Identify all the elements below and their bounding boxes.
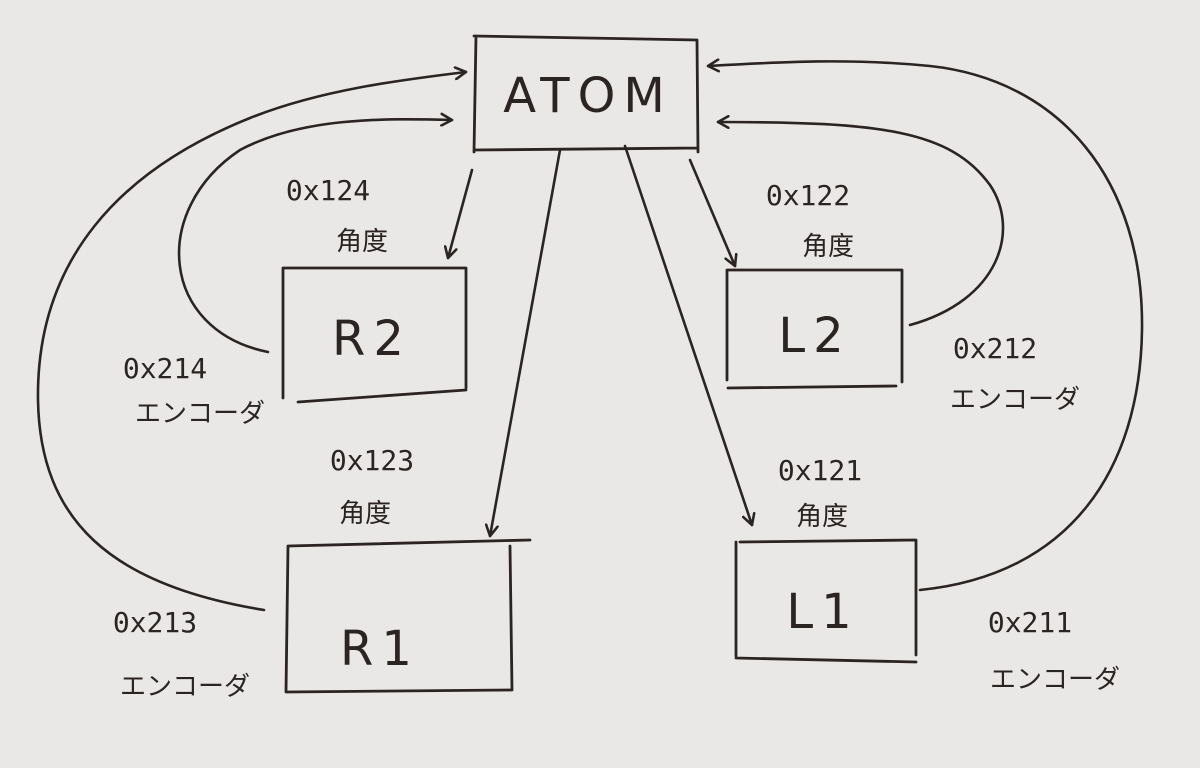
r2-angle-id: 0x124 xyxy=(286,174,370,207)
arc-l2-encoder-to-atom xyxy=(716,122,1005,327)
l2-angle-id: 0x122 xyxy=(766,179,850,212)
arrow-atom-to-r2 xyxy=(448,168,474,260)
arc-l1-encoder-to-atom xyxy=(706,61,1144,592)
r1-angle-text: 角度 xyxy=(339,499,391,529)
r1-angle-id: 0x123 xyxy=(330,444,414,477)
label-l2-encoder: 0x212 エンコーダ xyxy=(950,332,1080,415)
arrow-atom-to-l2 xyxy=(688,158,735,268)
l2-encoder-text: エンコーダ xyxy=(950,385,1080,415)
l2-angle-text: 角度 xyxy=(802,232,854,262)
r1-encoder-id: 0x213 xyxy=(113,606,197,639)
arrow-atom-to-l1 xyxy=(623,144,752,527)
l1-angle-text: 角度 xyxy=(796,502,848,532)
label-l2-angle: 0x122 角度 xyxy=(766,179,854,262)
l2-encoder-id: 0x212 xyxy=(953,332,1037,365)
arc-r1-encoder-to-atom xyxy=(36,72,468,612)
r2-encoder-id: 0x214 xyxy=(123,352,207,385)
arc-r2-encoder-to-atom xyxy=(177,119,454,354)
node-l1-label: L1 xyxy=(786,584,859,640)
node-l1: L1 xyxy=(734,538,918,664)
label-l1-encoder: 0x211 エンコーダ xyxy=(988,606,1120,695)
r2-encoder-text: エンコーダ xyxy=(135,399,265,429)
arrow-atom-to-r1 xyxy=(490,148,562,538)
label-r1-encoder: 0x213 エンコーダ xyxy=(113,606,250,702)
node-r2: R2 xyxy=(281,266,468,404)
l1-encoder-text: エンコーダ xyxy=(990,665,1120,695)
label-r2-angle: 0x124 角度 xyxy=(286,174,388,257)
l1-encoder-id: 0x211 xyxy=(988,606,1072,639)
node-l2: L2 xyxy=(725,268,904,390)
r1-encoder-text: エンコーダ xyxy=(120,672,250,702)
label-r2-encoder: 0x214 エンコーダ xyxy=(123,352,265,429)
label-l1-angle: 0x121 角度 xyxy=(778,454,862,532)
node-r1-label: R1 xyxy=(340,621,420,677)
node-atom: ATOM xyxy=(472,34,700,154)
r2-angle-text: 角度 xyxy=(336,227,388,257)
node-r2-label: R2 xyxy=(332,311,412,367)
node-l2-label: L2 xyxy=(778,308,851,364)
node-r1: R1 xyxy=(284,538,532,694)
node-atom-label: ATOM xyxy=(503,68,673,124)
label-r1-angle: 0x123 角度 xyxy=(330,444,414,529)
l1-angle-id: 0x121 xyxy=(778,454,862,487)
